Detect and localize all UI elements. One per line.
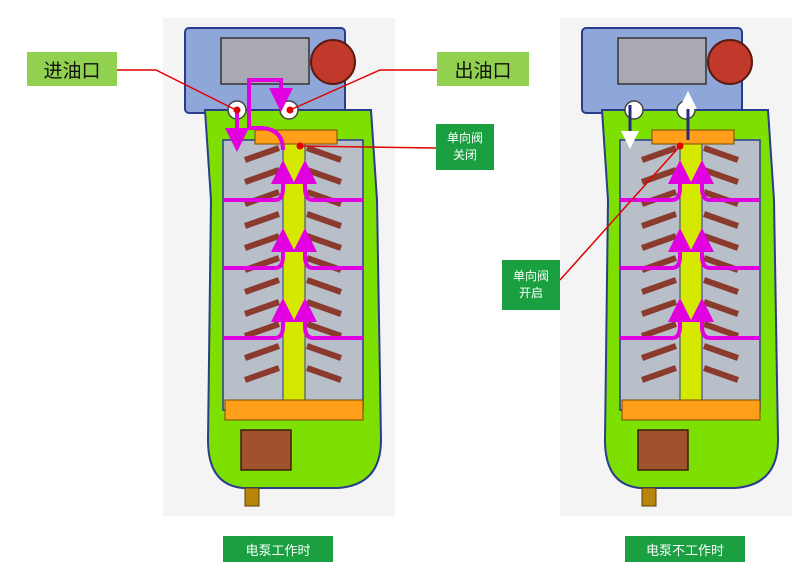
bottom-plate	[224, 399, 364, 421]
flow-arrow-right	[690, 160, 760, 202]
leader-dot	[286, 106, 294, 114]
filter-pleat	[244, 145, 342, 163]
filter-pleat	[244, 365, 342, 383]
outlet-port	[676, 100, 696, 120]
drain-block	[637, 429, 689, 471]
drain-plug	[244, 487, 260, 507]
filter-pleat	[641, 277, 739, 295]
label-outlet: 出油口	[437, 52, 529, 86]
filter-pleat	[244, 343, 342, 361]
filter-unit-left	[184, 27, 383, 507]
label-check-valve-closed: 单向阀 关闭	[436, 124, 494, 170]
bottom-plate	[621, 399, 761, 421]
flow-arrow-left	[223, 228, 295, 270]
leader-outlet	[289, 69, 437, 111]
flow-arrow-left	[620, 298, 692, 340]
filter-pleat	[641, 365, 739, 383]
leader-dot	[296, 142, 304, 150]
inlet-port	[624, 100, 644, 120]
pump-end-cap	[310, 39, 356, 85]
filter-pleat	[244, 211, 342, 229]
pump-end-cap	[707, 39, 753, 85]
flow-arrow-left	[620, 228, 692, 270]
flow-arrow-left	[223, 160, 295, 202]
flow-arrow-right	[690, 298, 760, 340]
filter-pleat	[244, 277, 342, 295]
caption-pump-on: 电泵工作时	[223, 536, 333, 562]
leader-check-valve-closed	[299, 145, 437, 149]
check-valve	[254, 129, 338, 145]
drain-plug	[641, 487, 657, 507]
pump-motor	[220, 37, 310, 85]
filter-pleat	[641, 145, 739, 163]
flow-arrow-right	[690, 228, 760, 270]
leader-dot	[233, 106, 241, 114]
flow-arrow-right	[293, 228, 363, 270]
filter-pleat	[641, 211, 739, 229]
leader-check-valve-open	[559, 145, 681, 281]
leader-dot	[676, 142, 684, 150]
leader-inlet	[117, 69, 237, 111]
filter-pleat	[244, 321, 342, 339]
center-tube	[679, 139, 703, 411]
pump-motor	[617, 37, 707, 85]
flow-arrow-right	[293, 160, 363, 202]
flow-arrow-right	[293, 298, 363, 340]
center-tube	[282, 139, 306, 411]
filter-pleat	[641, 321, 739, 339]
check-valve	[651, 129, 735, 145]
flow-arrow-left	[223, 298, 295, 340]
caption-pump-off: 电泵不工作时	[625, 536, 745, 562]
label-inlet: 进油口	[27, 52, 117, 86]
outlet-flow-arrow	[247, 78, 293, 151]
drain-block	[240, 429, 292, 471]
filter-pleat	[641, 343, 739, 361]
filter-unit-right	[581, 27, 780, 507]
label-check-valve-open: 单向阀 开启	[502, 260, 560, 310]
flow-arrow-left	[620, 160, 692, 202]
